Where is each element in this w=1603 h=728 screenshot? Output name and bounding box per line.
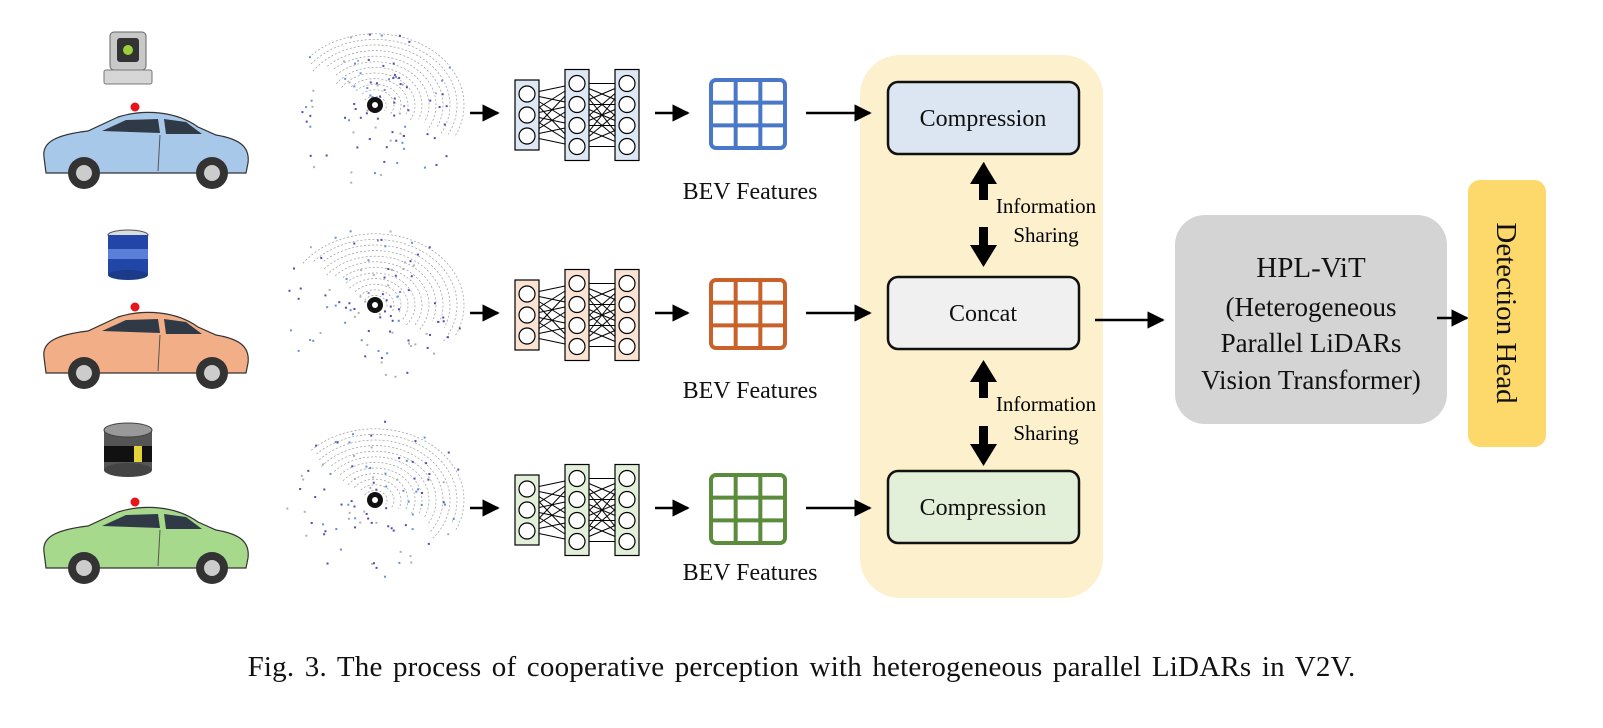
point-cloud-image (286, 420, 465, 578)
bev-feature-grid-icon (709, 78, 787, 150)
concat-box (886, 275, 1081, 351)
vehicle-icon (43, 497, 249, 584)
bev-feature-grid-icon (709, 278, 787, 350)
hpl-vit-block: HPL-ViT (Heterogeneous Parallel LiDARs V… (1175, 215, 1447, 424)
sharing-label-line2: Sharing (1013, 421, 1079, 445)
lidar-sensor-icon (103, 31, 153, 85)
pipeline-row-bottom: BEV Features Compression (43, 420, 1081, 586)
detection-head-label: Detection Head (1490, 222, 1522, 404)
hpl-vit-line2: (Heterogeneous (1226, 292, 1397, 322)
sharing-label-line1: Information (996, 392, 1097, 416)
hpl-vit-title: HPL-ViT (1256, 252, 1366, 284)
bev-features-label: BEV Features (683, 560, 818, 586)
detection-head-block: Detection Head (1468, 180, 1546, 447)
compression-box (886, 469, 1081, 545)
neural-network-icon (514, 68, 640, 162)
point-cloud-image (288, 230, 465, 378)
vehicle-icon (43, 302, 249, 389)
compression-label: Compression (920, 495, 1047, 521)
hpl-vit-line4: Vision Transformer) (1201, 365, 1421, 395)
lidar-sensor-icon (103, 422, 153, 477)
figure-caption: Fig. 3. The process of cooperative perce… (247, 651, 1356, 683)
lidar-sensor-icon (107, 229, 149, 280)
sharing-label-line1: Information (996, 194, 1097, 218)
neural-network-icon (514, 463, 640, 557)
information-sharing-2: Information Sharing (970, 360, 1097, 466)
neural-network-icon (514, 268, 640, 362)
compression-label: Compression (920, 106, 1047, 132)
pipeline-row-top: BEV Features Compression (43, 31, 1081, 205)
bev-features-label: BEV Features (683, 378, 818, 404)
vehicle-icon (43, 102, 249, 189)
compression-box (886, 80, 1081, 156)
information-sharing-1: Information Sharing (970, 162, 1097, 267)
hpl-vit-line3: Parallel LiDARs (1221, 328, 1402, 358)
sharing-label-line2: Sharing (1013, 223, 1079, 247)
pipeline-row-middle: BEV Features Concat (43, 229, 1081, 404)
bev-features-label: BEV Features (683, 179, 818, 205)
bev-feature-grid-icon (709, 473, 787, 545)
point-cloud-image (301, 33, 465, 184)
concat-label: Concat (949, 301, 1017, 327)
